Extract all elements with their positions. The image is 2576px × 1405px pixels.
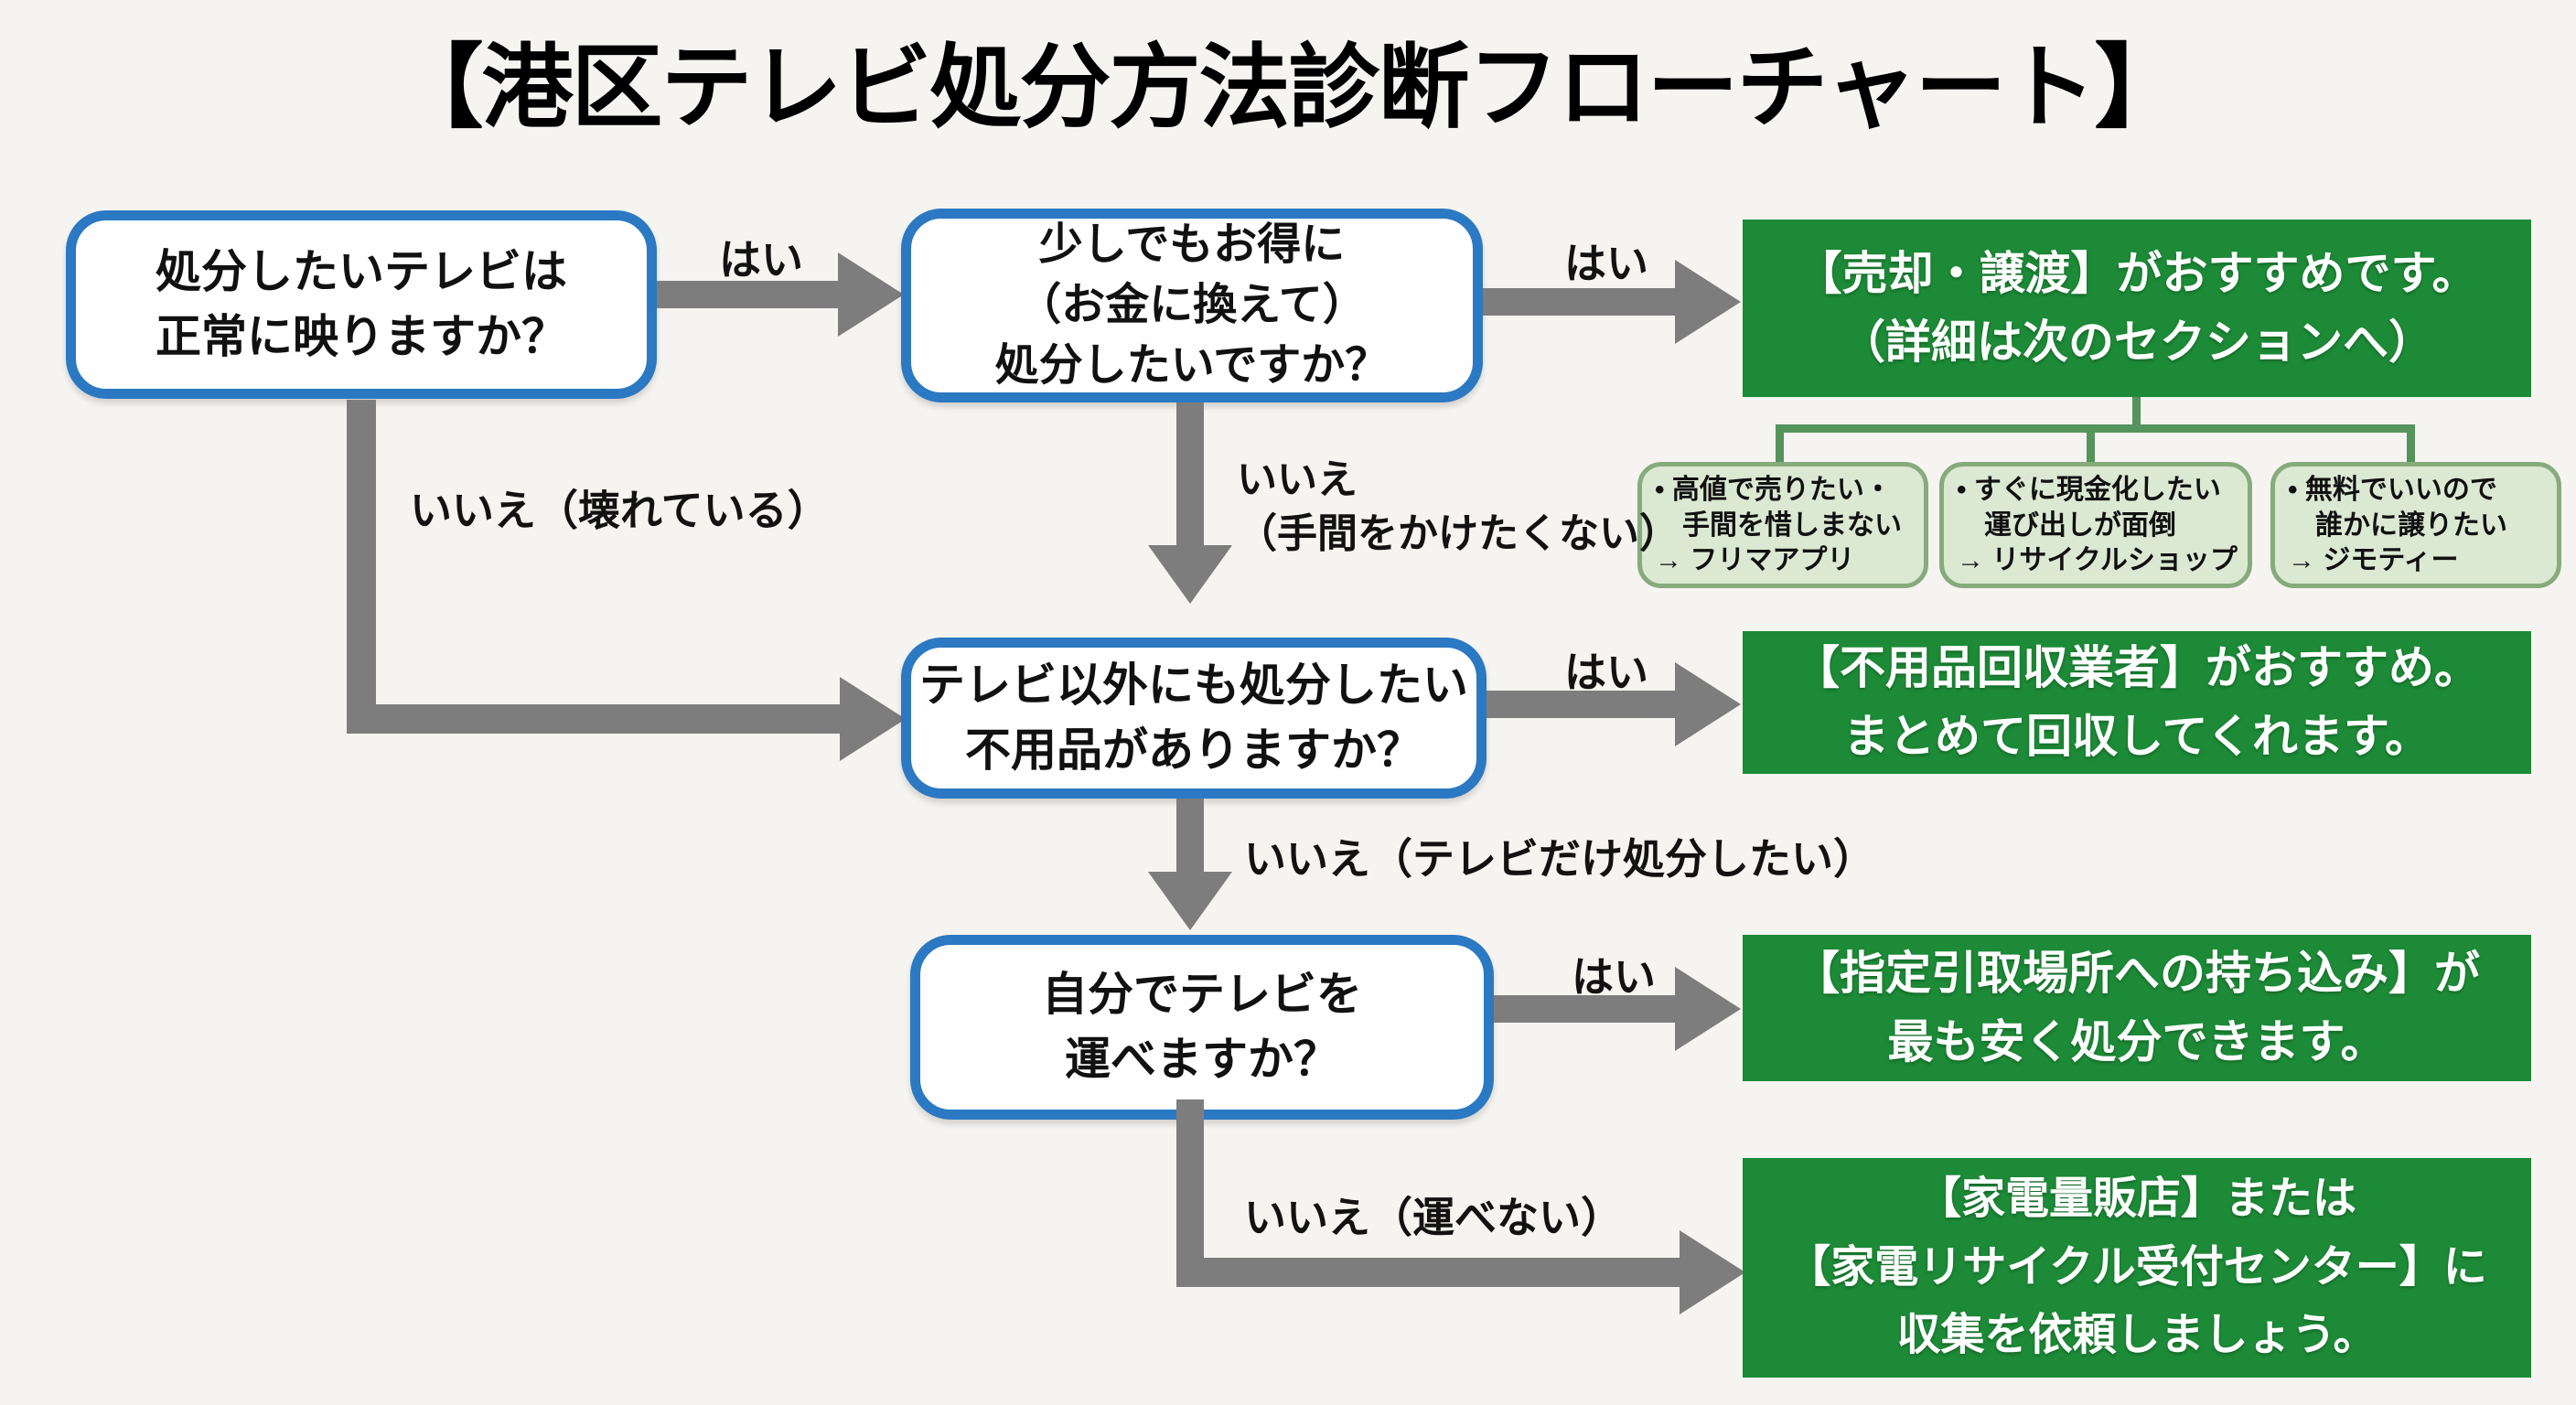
edge-q4-yes-line bbox=[1494, 995, 1677, 1023]
edge-label-q1-no: いいえ（壊れている） bbox=[410, 487, 830, 534]
edge-q3-yes-line bbox=[1487, 691, 1677, 718]
connector-option-3 bbox=[2407, 424, 2415, 467]
edge-label-q3-yes: はい bbox=[1564, 649, 1648, 696]
question-line: （お金に換えて） bbox=[1017, 280, 1367, 329]
connector-option-2 bbox=[2087, 424, 2095, 467]
question-line: 処分したいテレビは bbox=[156, 246, 567, 297]
question-line: 正常に映りますか？ bbox=[156, 311, 567, 362]
option-line: → ジモティー bbox=[2288, 545, 2459, 576]
question-line: 運べますか？ bbox=[1065, 1034, 1339, 1085]
question-box-other-items: テレビ以外にも処分したい 不用品がありますか？ bbox=[901, 638, 1487, 799]
option-line: • 高値で売りたい・ bbox=[1655, 475, 1892, 506]
edge-label-q4-no: いいえ（運べない） bbox=[1244, 1194, 1623, 1241]
edge-q2-yes-arrowhead bbox=[1675, 260, 1741, 344]
edge-q1-yes-arrowhead bbox=[838, 252, 904, 337]
edge-q2-yes-line bbox=[1483, 288, 1677, 316]
connector-option-1 bbox=[1776, 424, 1784, 467]
connector-r1-span bbox=[1776, 424, 2415, 433]
option-box-jimoty: • 無料でいいので 誰かに譲りたい → ジモティー bbox=[2270, 462, 2561, 588]
question-line: 自分でテレビを bbox=[1042, 969, 1362, 1020]
edge-q3-yes-arrowhead bbox=[1675, 662, 1741, 746]
result-line: 収集を依頼しましょう。 bbox=[1896, 1311, 2377, 1360]
result-line: （詳細は次のセクションへ） bbox=[1840, 316, 2434, 368]
option-line: 誰かに譲りたい bbox=[2288, 509, 2507, 541]
edge-q3-no-line bbox=[1176, 799, 1204, 874]
edge-q1-no-line-v bbox=[347, 400, 376, 734]
edge-label-q2-no: いいえ （手間をかけたくない） bbox=[1237, 453, 1680, 562]
option-line: • 無料でいいので bbox=[2288, 475, 2497, 506]
edge-label-line: （手間をかけたくない） bbox=[1237, 511, 1680, 557]
result-line: 【不用品回収業者】がおすすめ。 bbox=[1794, 642, 2480, 693]
edge-q4-no-arrowhead bbox=[1680, 1230, 1745, 1314]
question-box-can-carry: 自分でテレビを 運べますか？ bbox=[910, 935, 1494, 1120]
result-box-sell-transfer: 【売却・譲渡】がおすすめです。 （詳細は次のセクションへ） bbox=[1743, 220, 2531, 397]
edge-q4-no-line-v bbox=[1176, 1099, 1204, 1287]
result-box-junk-collector: 【不用品回収業者】がおすすめ。 まとめて回収してくれます。 bbox=[1743, 631, 2531, 774]
option-line: 運び出しが面倒 bbox=[1957, 509, 2176, 541]
edge-q2-no-arrowhead bbox=[1148, 545, 1232, 604]
page-title: 【港区テレビ処分方法診断フローチャート】 bbox=[392, 37, 2186, 139]
question-line: 不用品がありますか？ bbox=[965, 724, 1422, 776]
edge-label-line: いいえ bbox=[1237, 457, 1358, 502]
edge-q2-no-line bbox=[1176, 402, 1204, 547]
result-line: 【家電リサイクル受付センター】に bbox=[1787, 1242, 2487, 1292]
result-line: まとめて回収してくれます。 bbox=[1843, 711, 2431, 762]
question-box-tv-works: 処分したいテレビは 正常に映りますか？ bbox=[66, 210, 657, 399]
edge-label-q4-yes: はい bbox=[1572, 953, 1656, 1001]
option-line: → フリマアプリ bbox=[1655, 545, 1855, 576]
edge-label-q2-yes: はい bbox=[1564, 240, 1648, 287]
edge-q4-no-line-h bbox=[1176, 1258, 1681, 1287]
question-box-want-money: 少しでもお得に （お金に換えて） 処分したいですか？ bbox=[901, 209, 1483, 402]
result-line: 【家電量販店】または bbox=[1916, 1174, 2356, 1224]
option-line: → リサイクルショップ bbox=[1957, 545, 2238, 576]
option-box-flea-market-app: • 高値で売りたい・ 手間を惜しまない → フリマアプリ bbox=[1637, 462, 1928, 588]
connector-r1-stem bbox=[2132, 397, 2141, 432]
edge-q4-yes-arrowhead bbox=[1675, 967, 1741, 1051]
edge-label-q1-yes: はい bbox=[719, 236, 803, 284]
question-line: テレビ以外にも処分したい bbox=[919, 660, 1468, 711]
question-line: 少しでもお得に bbox=[1038, 220, 1346, 269]
result-line: 【売却・譲渡】がおすすめです。 bbox=[1796, 248, 2478, 299]
result-box-retailer-center: 【家電量販店】または 【家電リサイクル受付センター】に 収集を依頼しましょう。 bbox=[1743, 1158, 2531, 1378]
edge-label-q3-no: いいえ（テレビだけ処分したい） bbox=[1244, 835, 1875, 883]
result-box-designated-site: 【指定引取場所への持ち込み】が 最も安く処分できます。 bbox=[1743, 935, 2531, 1081]
edge-q3-no-arrowhead bbox=[1148, 872, 1232, 930]
result-line: 最も安く処分できます。 bbox=[1887, 1016, 2387, 1067]
result-line: 【指定引取場所への持ち込み】が bbox=[1794, 948, 2480, 999]
question-line: 処分したいですか？ bbox=[994, 341, 1390, 391]
option-line: 手間を惜しまない bbox=[1655, 509, 1902, 541]
edge-q1-no-line-h bbox=[347, 704, 842, 734]
option-box-recycle-shop: • すぐに現金化したい 運び出しが面倒 → リサイクルショップ bbox=[1939, 462, 2252, 588]
edge-q1-yes-line bbox=[657, 281, 840, 308]
edge-q1-no-arrowhead bbox=[840, 677, 906, 761]
option-line: • すぐに現金化したい bbox=[1957, 475, 2221, 506]
